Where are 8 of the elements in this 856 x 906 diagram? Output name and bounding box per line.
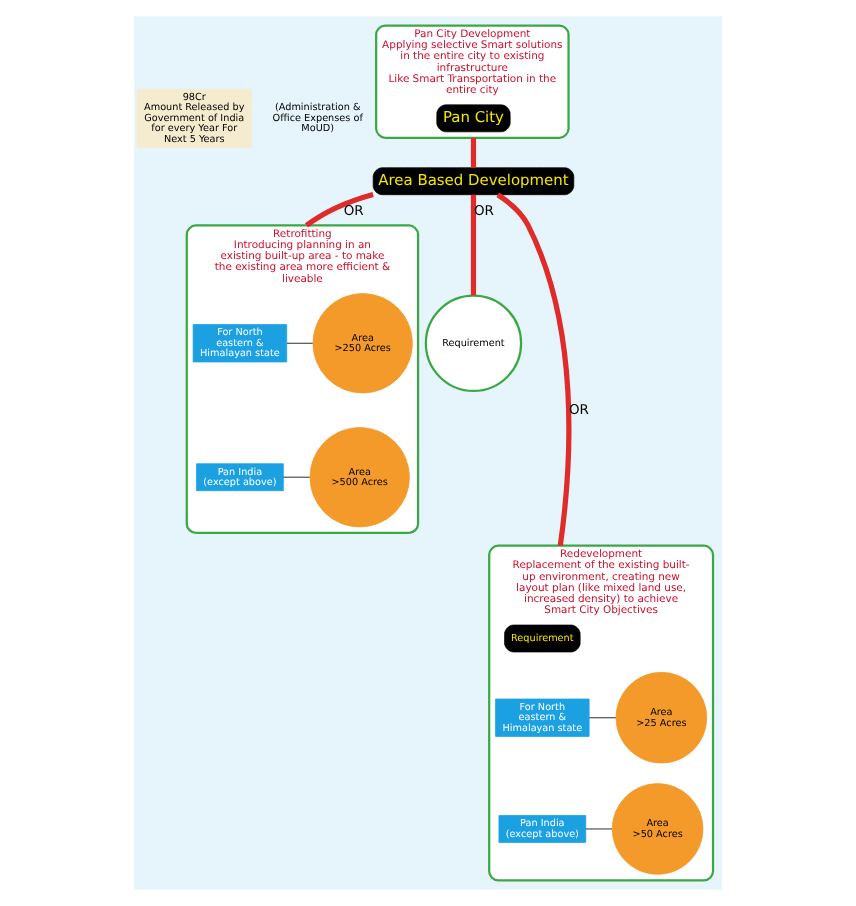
connector xyxy=(282,476,311,478)
connector xyxy=(585,828,613,830)
connector xyxy=(470,194,477,296)
connector xyxy=(496,192,572,547)
connector xyxy=(286,342,314,344)
connector xyxy=(470,137,477,168)
connector xyxy=(305,191,374,228)
connector xyxy=(588,717,617,719)
